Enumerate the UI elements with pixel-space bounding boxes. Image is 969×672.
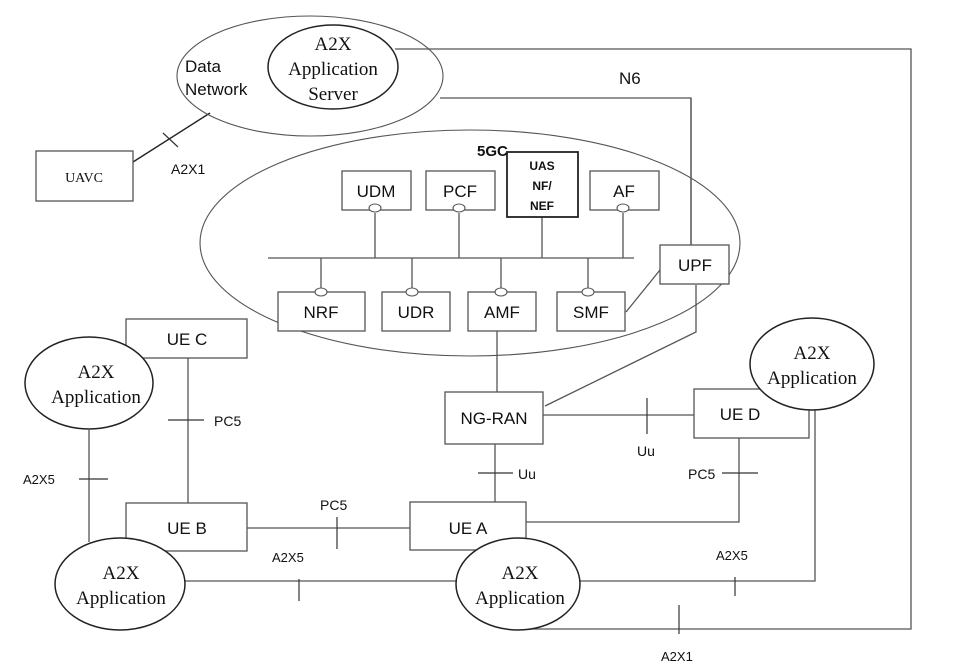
ng-ran-box[interactable] — [444, 391, 544, 445]
amf-label: AMF — [484, 303, 520, 322]
core-functions — [277, 151, 730, 332]
smf-box[interactable] — [556, 291, 626, 332]
app-middle-label-1: A2X — [502, 563, 539, 584]
nrf-label: NRF — [304, 303, 339, 322]
app-left-top-label-2: Application — [51, 387, 141, 408]
ue-d-label: UE D — [720, 405, 761, 424]
smf-label: SMF — [573, 303, 609, 322]
af-interface-icon — [616, 203, 630, 213]
a2x-application-ellipse-left-bottom[interactable] — [54, 537, 186, 631]
amf-interface-icon — [494, 287, 508, 297]
uu-ran-d-label: Uu — [637, 443, 655, 459]
app-server-label-1: A2X — [315, 34, 352, 55]
a2x1-uavc-tick — [162, 132, 179, 148]
uavc-label: UAVC — [65, 171, 103, 186]
app-middle-label-2: Application — [475, 588, 565, 609]
ue-c-label: UE C — [167, 330, 208, 349]
uas-nef-box[interactable] — [506, 151, 579, 218]
labels: Data Network A2X Application Server N6 A… — [23, 34, 857, 664]
n6-label: N6 — [619, 69, 641, 88]
connection-lines — [79, 48, 912, 634]
udm-label: UDM — [357, 182, 396, 201]
nrf-box[interactable] — [277, 291, 366, 332]
app-right-label-1: A2X — [794, 343, 831, 364]
data-network-label-2: Network — [185, 80, 248, 99]
data-network-ellipse — [176, 15, 444, 137]
pc5-c-b-label: PC5 — [214, 413, 241, 429]
upf-ngran-link — [544, 285, 697, 407]
a2x1-uavc-link — [132, 112, 211, 163]
app-left-bottom-label-1: A2X — [103, 563, 140, 584]
upf-label: UPF — [678, 256, 712, 275]
uas-label-1: UAS — [529, 159, 554, 173]
pc5-b-a-label: PC5 — [320, 497, 347, 513]
upf-box[interactable] — [659, 244, 730, 285]
udr-box[interactable] — [381, 291, 451, 332]
application-server-ellipse — [267, 24, 399, 110]
ng-ran-label: NG-RAN — [460, 409, 527, 428]
app-left-top-label-1: A2X — [78, 362, 115, 383]
pc5-d-a-label: PC5 — [688, 466, 715, 482]
a2x1-top-label: A2X1 — [171, 161, 205, 177]
a2x5-right-label: A2X5 — [716, 548, 748, 563]
data-network-label-1: Data — [185, 57, 221, 76]
pcf-label: PCF — [443, 182, 477, 201]
a2x-application-ellipse-middle[interactable] — [455, 537, 581, 631]
smf-interface-icon — [581, 287, 595, 297]
ued-uea-link — [526, 438, 740, 523]
a2x1-server-link — [395, 48, 912, 630]
udr-interface-icon — [405, 287, 419, 297]
ue-c-box[interactable] — [125, 318, 248, 359]
ue-a-label: UE A — [449, 519, 488, 538]
uas-label-3: NEF — [530, 199, 554, 213]
app-right-link — [578, 410, 816, 582]
amf-box[interactable] — [467, 291, 537, 332]
a2x5-mid-label: A2X5 — [272, 550, 304, 565]
uu-ran-a-label: Uu — [518, 466, 536, 482]
a2x5-left-label: A2X5 — [23, 472, 55, 487]
af-label: AF — [613, 182, 635, 201]
app-server-label-2: Application — [288, 59, 378, 80]
nrf-interface-icon — [314, 287, 328, 297]
5gc-label: 5GC — [477, 143, 508, 160]
5gc-ellipse — [199, 129, 741, 357]
a2x1-bottom-label: A2X1 — [661, 649, 693, 664]
af-box[interactable] — [589, 170, 660, 211]
app-left-bottom-label-2: Application — [76, 588, 166, 609]
app-server-label-3: Server — [308, 84, 358, 105]
udr-label: UDR — [398, 303, 435, 322]
udm-box[interactable] — [341, 170, 412, 211]
pcf-interface-icon — [452, 203, 466, 213]
uas-label-2: NF/ — [532, 179, 552, 193]
a2x-application-ellipse-right[interactable] — [749, 317, 875, 411]
pcf-box[interactable] — [425, 170, 496, 211]
udm-interface-icon — [368, 203, 382, 213]
ue-b-label: UE B — [167, 519, 207, 538]
uavc-box[interactable] — [35, 150, 134, 202]
a2x-application-ellipse-left-top[interactable] — [24, 336, 154, 430]
smf-upf-link — [625, 269, 661, 313]
app-right-label-2: Application — [767, 368, 857, 389]
